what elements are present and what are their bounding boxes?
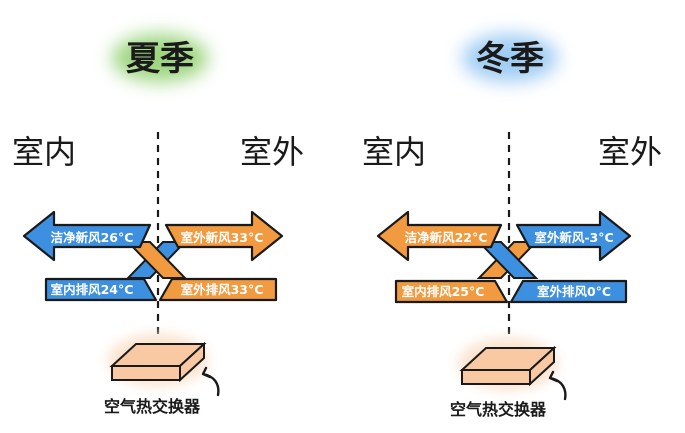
indoor-exhaust-label: 室内排风25°C bbox=[402, 284, 485, 299]
indoor-exhaust-label: 室内排风24°C bbox=[51, 282, 134, 297]
indoor-label: 室内 bbox=[12, 133, 76, 171]
outdoor-exhaust-bar bbox=[158, 277, 278, 302]
outdoor-exhaust-bar bbox=[509, 279, 628, 304]
heat-exchanger-box bbox=[109, 341, 207, 383]
outdoor-fresh-air-label: 室外新风-3°C bbox=[534, 230, 613, 245]
exchanger-label: 空气热交换器 bbox=[104, 397, 201, 416]
indoor-exhaust-bar bbox=[394, 279, 509, 304]
heat-exchanger-box bbox=[459, 345, 557, 387]
panel-winter: 冬季 室内 室外 洁净新风22°C 室内排风25°C 室外新风-3°C 室外排风… bbox=[362, 34, 662, 419]
season-glow bbox=[112, 34, 208, 82]
outdoor-fresh-air-label: 室外新风33°C bbox=[181, 230, 264, 245]
season-glow bbox=[462, 34, 558, 82]
panel-summer: 夏季 室内 室外 洁净新风26°C 室内排风24°C 室外新风33°C 室外排风… bbox=[12, 34, 304, 416]
outdoor-label: 室外 bbox=[598, 133, 662, 171]
fresh-air-in-arrow bbox=[376, 210, 503, 262]
indoor-exhaust-bar bbox=[44, 277, 158, 302]
fresh-air-in-label: 洁净新风22°C bbox=[405, 230, 488, 245]
fresh-air-in-label: 洁净新风26°C bbox=[51, 230, 134, 245]
exchanger-label: 空气热交换器 bbox=[450, 400, 547, 419]
curved-pointer-arrow-icon bbox=[201, 366, 220, 397]
indoor-label: 室内 bbox=[362, 133, 426, 171]
outdoor-fresh-air-arrow bbox=[515, 210, 632, 262]
outdoor-fresh-air-arrow bbox=[164, 210, 284, 262]
fresh-air-in-arrow bbox=[22, 210, 152, 262]
season-title: 冬季 bbox=[476, 39, 544, 79]
curved-pointer-arrow-icon bbox=[548, 370, 567, 401]
season-title: 夏季 bbox=[126, 39, 194, 79]
outdoor-label: 室外 bbox=[240, 133, 304, 171]
outdoor-exhaust-label: 室外排风33°C bbox=[181, 282, 264, 297]
outdoor-exhaust-label: 室外排风0°C bbox=[537, 284, 611, 299]
